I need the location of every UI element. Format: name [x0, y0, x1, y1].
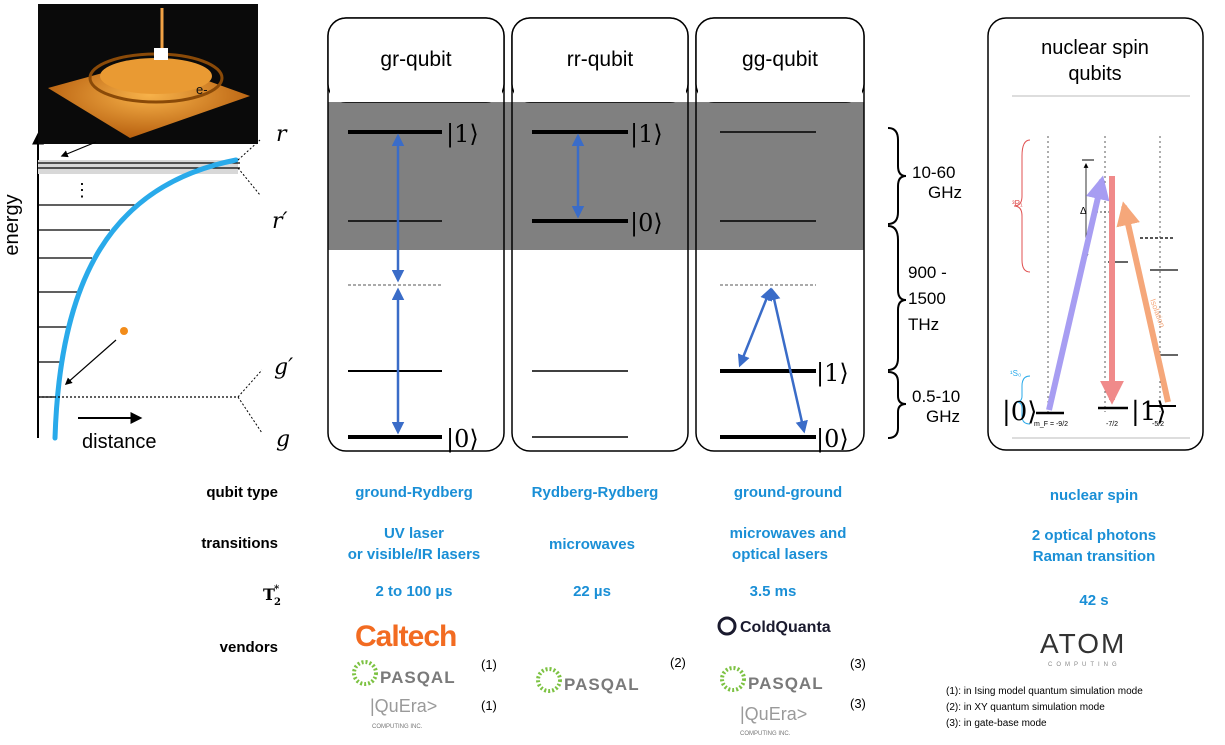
bracket-2-line3: THz [908, 315, 939, 334]
row-label-t2-sub: 2 [274, 597, 281, 608]
t2-gr: 2 to 100 µs [375, 583, 452, 600]
mf-label-3: -5/2 [1152, 421, 1164, 428]
atom-computing-sub: COMPUTING [1048, 662, 1121, 668]
gr-qubit-title: gr-qubit [380, 48, 451, 71]
gr-qubit-column: gr-qubit |1⟩ |0⟩ [327, 17, 505, 454]
bracket-3-line2: GHz [926, 407, 960, 426]
transitions-gr-line1: UV laser [384, 525, 444, 542]
distance-axis-label: distance [82, 431, 157, 453]
ref-3-pasqal: (3) [850, 656, 866, 671]
state-3p1-label: ³P₁ [1012, 199, 1023, 208]
nuclear-ket-1: |1⟩ [1131, 397, 1166, 427]
ref-1-pasqal: (1) [481, 657, 497, 672]
gr-ket-1: |1⟩ [446, 120, 479, 149]
transitions-gr-line2: or visible/IR lasers [348, 546, 481, 563]
t2-nuclear: 42 s [1079, 592, 1108, 609]
svg-text:PASQAL: PASQAL [748, 674, 824, 693]
rr-ket-1: |1⟩ [630, 120, 663, 149]
pasqal-logo-gr: PASQAL [352, 660, 456, 687]
svg-text:ColdQuanta: ColdQuanta [740, 619, 831, 636]
footnote-2: (2): in XY quantum simulation mode [946, 702, 1105, 713]
footnote-1: (1): in Ising model quantum simulation m… [946, 686, 1143, 697]
nuclear-title-line1: nuclear spin [1041, 37, 1149, 59]
row-label-t2-sup: * [274, 584, 280, 595]
level-g-prime-label: g′ [274, 355, 293, 380]
energy-axis-label: energy [1, 194, 23, 255]
quera-logo-gr: |QuEra> [370, 696, 437, 716]
electron-label: e- [196, 82, 208, 97]
row-label-vendors: vendors [220, 639, 278, 656]
quera-sub-gg: COMPUTING INC. [740, 731, 791, 737]
rydberg-gray-band [328, 102, 864, 250]
transitions-gg-line1: microwaves and [730, 525, 847, 542]
row-label-qubit-type: qubit type [206, 484, 278, 501]
t2-gg: 3.5 ms [750, 583, 797, 600]
pasqal-logo-rr: PASQAL [536, 667, 640, 694]
pasqal-logo-gg: PASQAL [720, 666, 824, 693]
gg-ket-0: |0⟩ [816, 425, 849, 454]
bracket-1-line2: GHz [928, 183, 962, 202]
svg-text:PASQAL: PASQAL [564, 675, 640, 694]
mf-label-2: -7/2 [1106, 421, 1118, 428]
rydberg-atom-image: e- [38, 4, 258, 158]
qubit-type-gr: ground-Rydberg [355, 484, 473, 501]
rr-ket-0: |0⟩ [630, 209, 663, 238]
nuclear-title-line2: qubits [1068, 63, 1121, 85]
qubit-type-nuclear: nuclear spin [1050, 487, 1138, 504]
gg-qubit-title: gg-qubit [742, 48, 818, 71]
delta-label: Δ [1080, 206, 1087, 217]
ground-atom-dot [120, 327, 128, 335]
bound-state-levels [38, 204, 135, 398]
bracket-2-line2: 1500 [908, 289, 946, 308]
quera-logo-gg: |QuEra> [740, 704, 807, 724]
vendor-logos: Caltech PASQAL (1) |QuEra> COMPUTING INC… [352, 616, 1126, 737]
row-label-t2: T [263, 585, 275, 604]
transitions-nuclear-line2: Raman transition [1033, 548, 1156, 565]
atom-computing-logo: ATOM [1040, 628, 1126, 659]
ref-2-pasqal: (2) [670, 655, 686, 670]
potential-curve [52, 157, 239, 441]
state-1s0-label: ¹S₀ [1010, 369, 1021, 378]
mf-label-1: m_F = -9/2 [1034, 421, 1068, 428]
ref-1-quera: (1) [481, 698, 497, 713]
footnote-3: (3): in gate-base mode [946, 718, 1047, 729]
gg-qubit-column: gg-qubit |1⟩ |0⟩ [695, 17, 865, 454]
coldquanta-logo: ColdQuanta [717, 616, 831, 636]
level-r-label: r [276, 122, 288, 147]
frequency-brackets [887, 127, 907, 439]
transitions-nuclear-line1: 2 optical photons [1032, 527, 1156, 544]
bracket-labels: 10-60 GHz 900 - 1500 THz 0.5-10 GHz [908, 163, 962, 426]
row-label-transitions: transitions [201, 535, 278, 552]
comparison-table: qubit type transitions T * 2 vendors gro… [201, 484, 1156, 656]
nuclear-spin-panel: nuclear spin qubits ³P₁ ¹S₀ Δ Isolation … [987, 17, 1204, 451]
qubit-type-gg: ground-ground [734, 484, 842, 501]
bracket-1-line1: 10-60 [912, 163, 955, 182]
quera-sub-gr: COMPUTING INC. [372, 724, 423, 730]
rr-qubit-title: rr-qubit [567, 48, 634, 71]
levels-ellipsis: ⋮ [73, 180, 91, 200]
caltech-logo: Caltech [355, 620, 456, 653]
transitions-rr: microwaves [549, 536, 635, 553]
footnotes: (1): in Ising model quantum simulation m… [946, 686, 1143, 729]
rr-qubit-column: rr-qubit |1⟩ |0⟩ [511, 17, 689, 452]
level-g-label: g [276, 427, 290, 452]
t2-rr: 22 µs [573, 583, 611, 600]
gg-ket-1: |1⟩ [816, 359, 849, 388]
energy-diagram: energy distance ⋮ r r′ g′ g [1, 4, 293, 453]
level-r-prime-label: r′ [272, 209, 288, 234]
qubit-type-rr: Rydberg-Rydberg [532, 484, 659, 501]
ref-3-quera: (3) [850, 696, 866, 711]
nuclear-ket-0: |0⟩ [1002, 397, 1037, 427]
bracket-3-line1: 0.5-10 [912, 387, 960, 406]
svg-text:PASQAL: PASQAL [380, 668, 456, 687]
bracket-2-line1: 900 - [908, 263, 947, 282]
transitions-gg-line2: optical lasers [732, 546, 828, 563]
gr-ket-0: |0⟩ [446, 425, 479, 454]
